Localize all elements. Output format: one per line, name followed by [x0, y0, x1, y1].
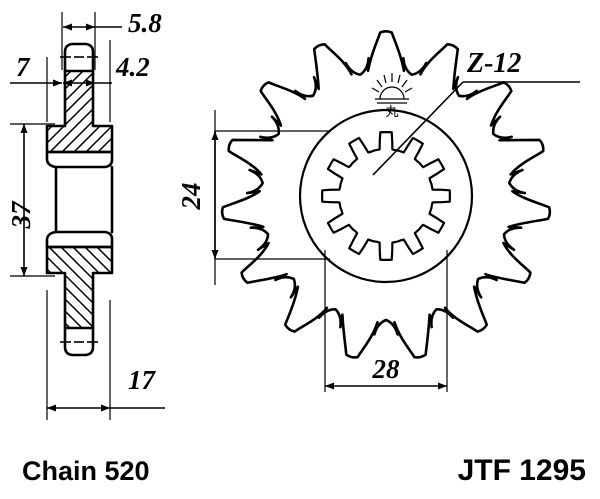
- section-upper-body: [45, 69, 114, 154]
- cross-section-view: 5.8 7 4.2 37: [6, 8, 165, 420]
- sprocket-outer-teeth-path: [220, 29, 552, 359]
- section-upper-rim: [45, 150, 114, 169]
- dim-5-8-value: 5.8: [128, 8, 162, 38]
- dim-7-value: 7: [16, 52, 31, 82]
- dim-5-8-group: 5.8: [63, 8, 162, 38]
- logo-glyph: 丸: [385, 104, 398, 119]
- teeth-callout-group: Z-12: [372, 48, 580, 176]
- chain-label: Chain 520: [22, 456, 150, 486]
- section-lower-rim: [45, 230, 114, 249]
- section-extension-lines: [10, 12, 111, 420]
- face-view: 24 28 Z-12: [176, 29, 580, 392]
- section-lower-tooth: [60, 326, 98, 357]
- dim-37-group: 37: [6, 124, 36, 276]
- sunrise-logo: 丸: [371, 73, 413, 119]
- dim-28-group: 28: [324, 250, 448, 392]
- dim-17-group: 17: [47, 365, 165, 412]
- dim-17-value: 17: [128, 365, 157, 395]
- dim-28-value: 28: [372, 354, 401, 384]
- dim-7-group: 7: [10, 52, 62, 87]
- section-web: [54, 165, 114, 234]
- teeth-callout-value: Z-12: [466, 48, 521, 79]
- dim-37-value: 37: [6, 200, 36, 230]
- section-upper-tooth: [60, 42, 98, 73]
- dim-24-value: 24: [176, 183, 206, 211]
- hub-circle: [298, 108, 474, 284]
- sprocket-inner-spline-path: [321, 131, 451, 261]
- part-number-label: JTF 1295: [457, 454, 586, 487]
- dim-4-2-group: 4.2: [63, 52, 150, 87]
- dim-4-2-value: 4.2: [115, 52, 150, 82]
- section-lower-body: [45, 245, 114, 330]
- dim-24-group: 24: [176, 110, 330, 285]
